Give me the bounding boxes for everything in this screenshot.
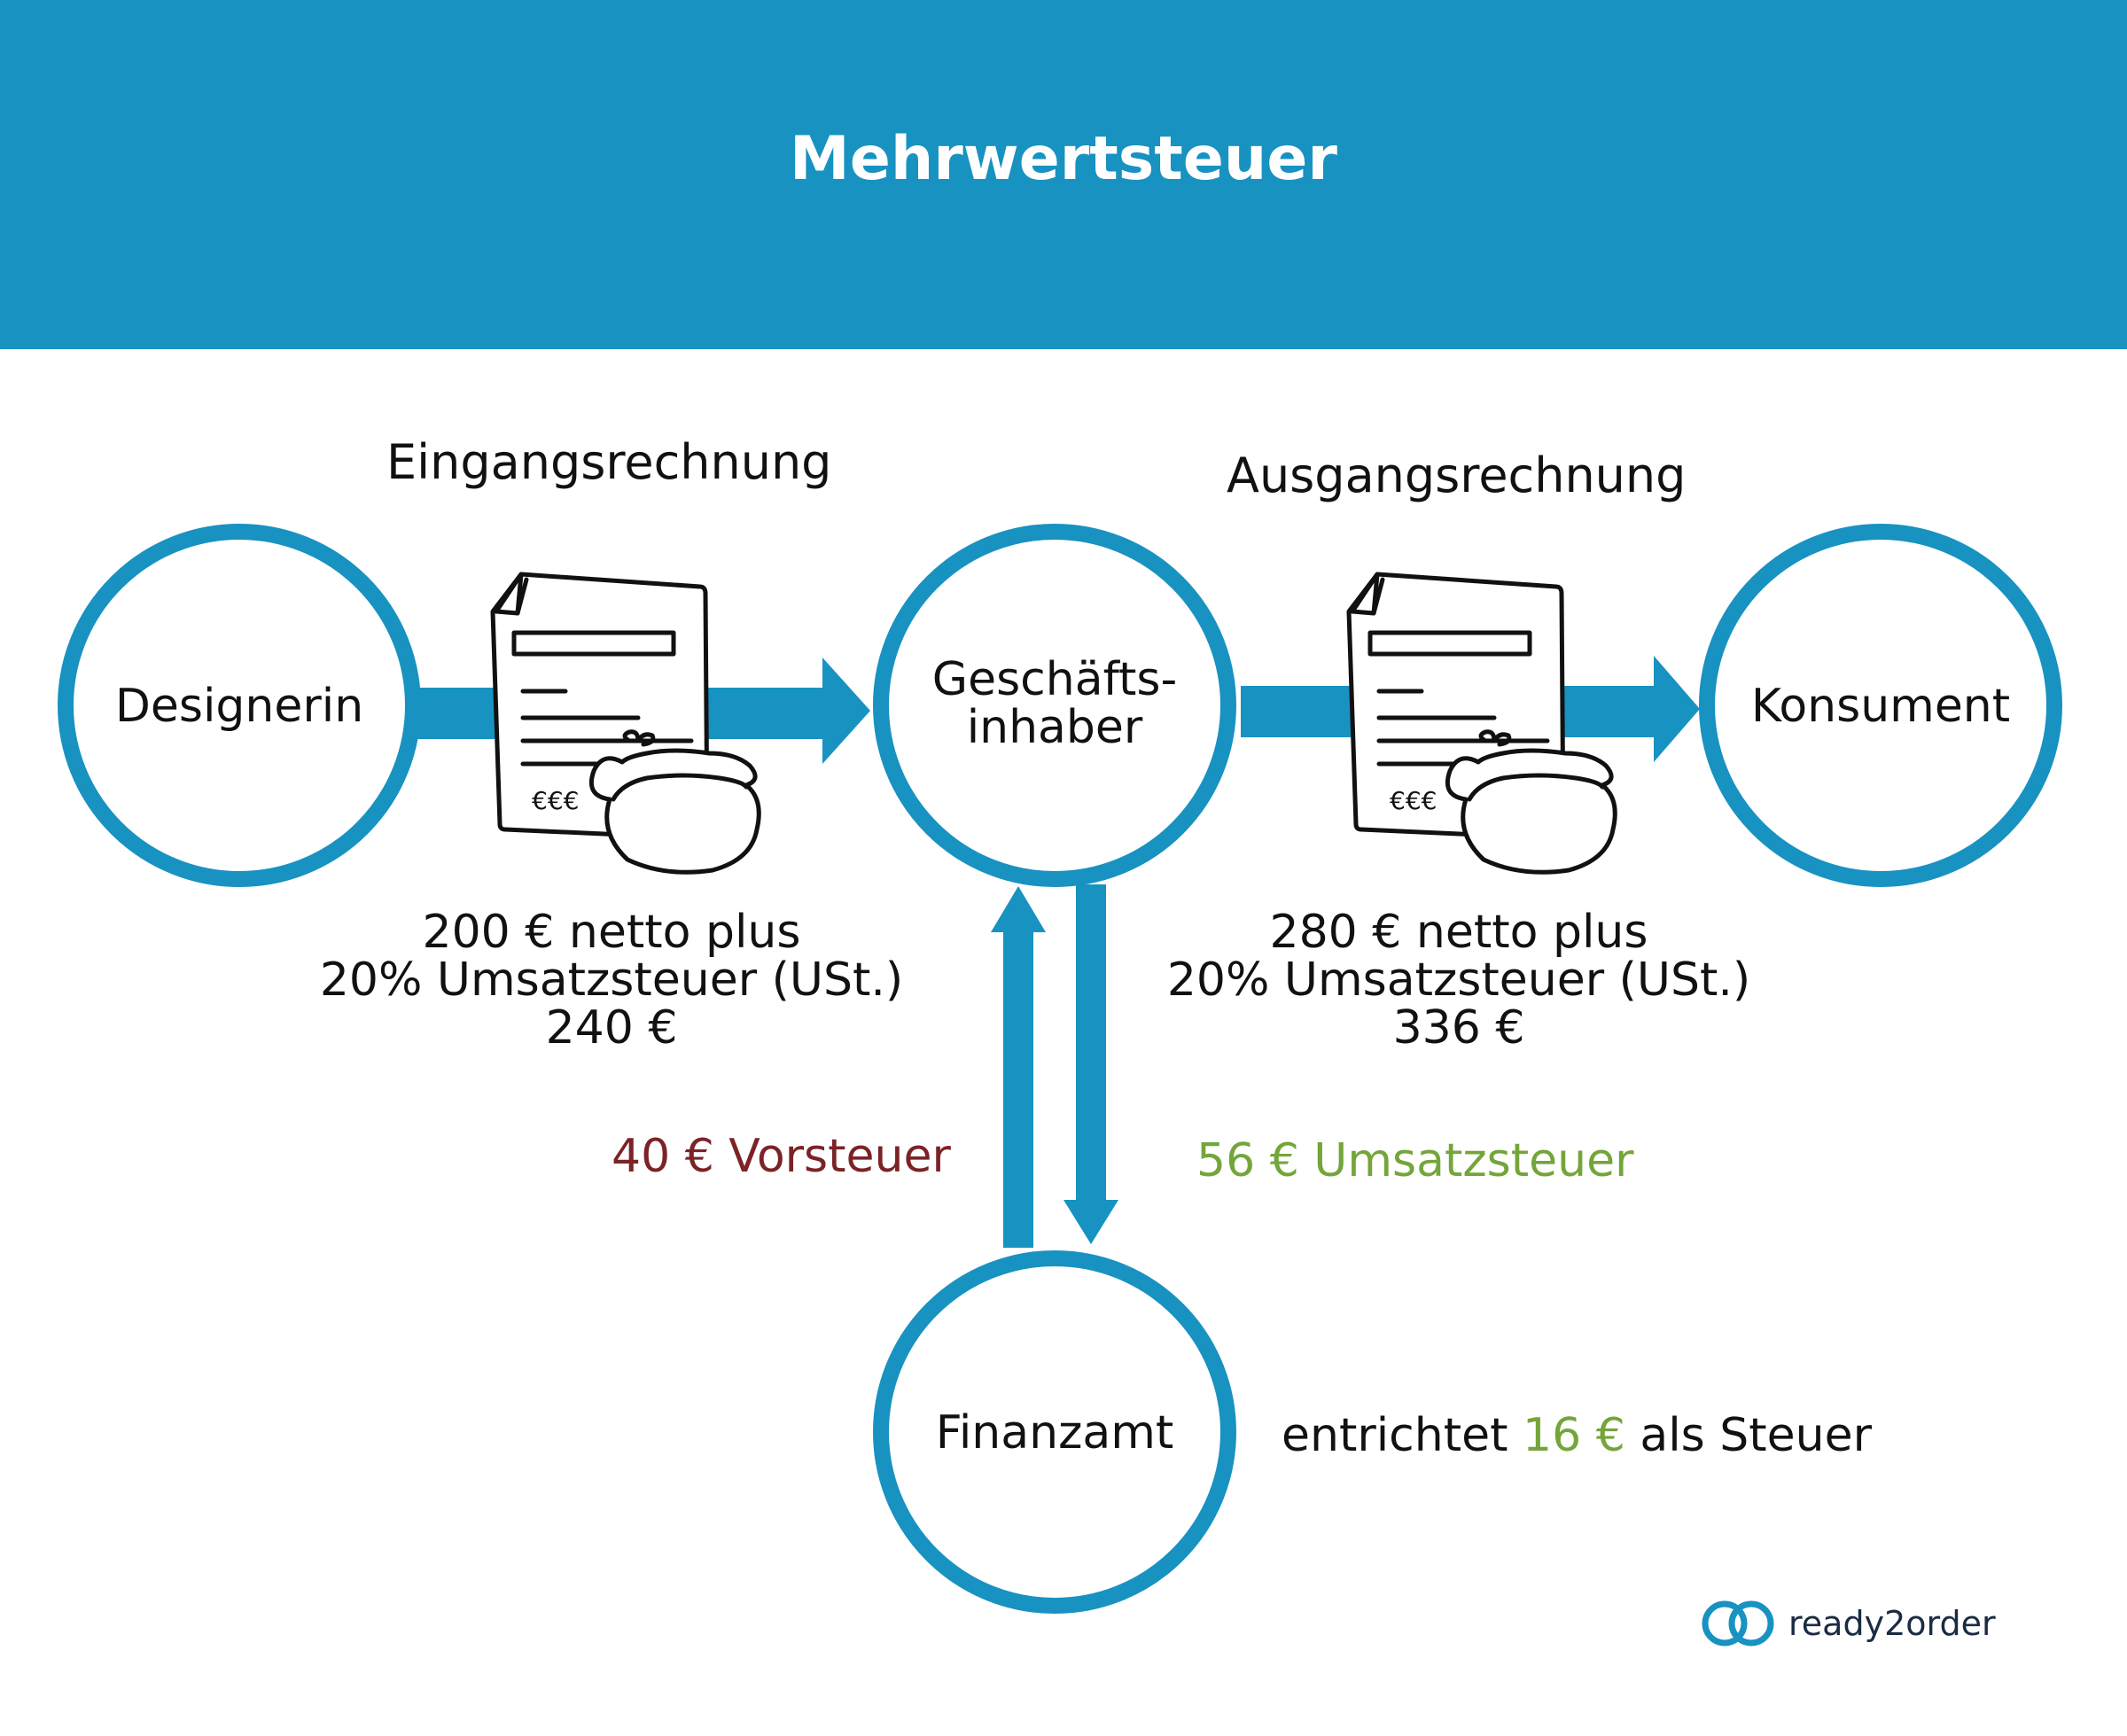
tax-payment-suffix: als Steuer	[1640, 1409, 1872, 1462]
eingangsrechnung-label: Eingangsrechnung	[386, 434, 832, 490]
invoice-out-total: 336 €	[1392, 1001, 1525, 1055]
arrow-umsatzsteuer-head	[1064, 1200, 1118, 1244]
invoice-in-total: 240 €	[545, 1001, 678, 1055]
invoice-purse-icon-right	[1346, 572, 1617, 875]
ausgangsrechnung-label: Ausgangsrechnung	[1227, 448, 1687, 503]
page-title: Mehrwertsteuer	[790, 124, 1337, 194]
invoice-left-text: €€€	[532, 786, 579, 815]
ready2order-logo-text: ready2order	[1788, 1604, 1996, 1643]
node-finanzamt-circle	[873, 1250, 1236, 1614]
tax-payment-sentence: entrichtet 16 € als Steuer	[1282, 1409, 1872, 1462]
tax-payment-prefix: entrichtet	[1282, 1409, 1508, 1462]
invoice-out-net: 280 € netto plus	[1269, 906, 1648, 959]
invoice-right-text: €€€	[1390, 786, 1437, 815]
invoice-out-tax-rate: 20% Umsatzsteuer (USt.)	[1166, 954, 1751, 1007]
invoice-out-amounts: 280 € netto plus 20% Umsatzsteuer (USt.)…	[1140, 908, 1778, 1052]
invoice-purse-icon-left	[490, 572, 761, 875]
invoice-in-net: 200 € netto plus	[422, 906, 801, 959]
node-designerin-label: Designerin	[114, 680, 364, 733]
node-geschaeftsinhaber-line1: Geschäfts-	[931, 653, 1178, 706]
arrow-vorsteuer-head	[991, 886, 1046, 932]
invoice-in-amounts: 200 € netto plus 20% Umsatzsteuer (USt.)…	[292, 908, 931, 1052]
node-konsument-circle	[1699, 524, 2062, 887]
node-geschaeftsinhaber-line2: inhaber	[966, 701, 1143, 754]
arrow-designerin-to-inhaber-head	[822, 658, 870, 764]
ready2order-logo-icon	[1702, 1600, 1774, 1646]
node-geschaeftsinhaber-circle	[873, 524, 1236, 887]
node-designerin-circle	[58, 524, 421, 887]
node-geschaeftsinhaber-label: Geschäfts- inhaber	[877, 656, 1232, 751]
invoice-in-tax-rate: 20% Umsatzsteuer (USt.)	[319, 954, 904, 1007]
arrow-vorsteuer-shaft	[1003, 929, 1033, 1248]
umsatzsteuer-label: 56 € Umsatzsteuer	[1196, 1134, 1634, 1187]
arrow-inhaber-to-konsument-head	[1654, 656, 1700, 762]
node-finanzamt-label: Finanzamt	[935, 1406, 1174, 1460]
arrow-umsatzsteuer-shaft	[1076, 884, 1106, 1203]
tax-payment-amount: 16 €	[1523, 1409, 1625, 1462]
node-konsument-label: Konsument	[1750, 680, 2011, 733]
vorsteuer-label: 40 € Vorsteuer	[612, 1130, 951, 1183]
header-banner	[0, 0, 2127, 349]
